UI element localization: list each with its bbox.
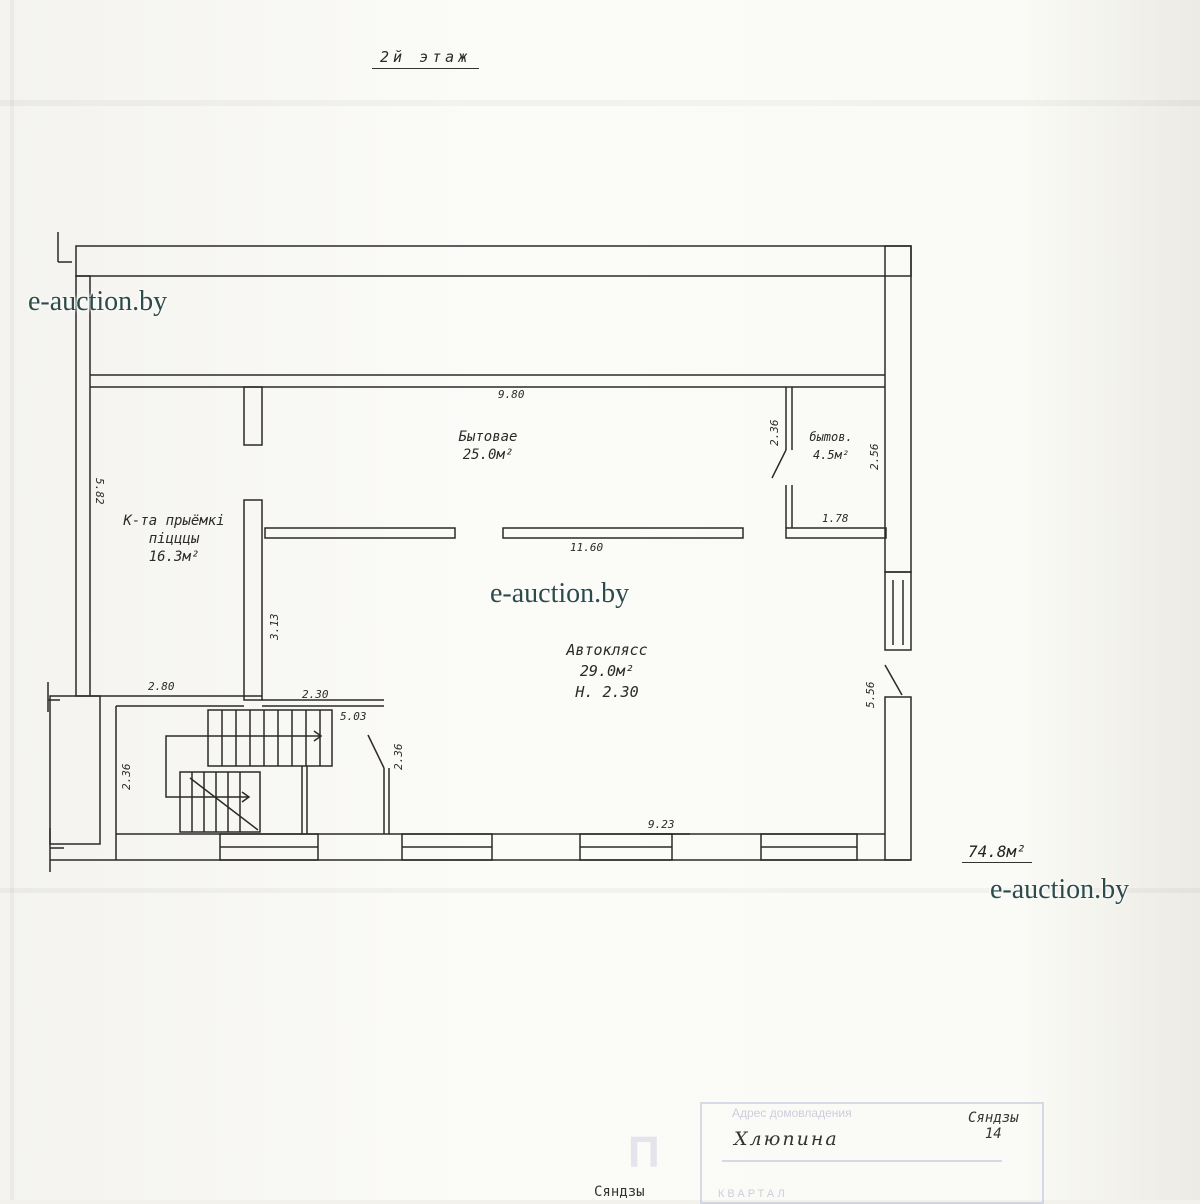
watermark-2: e-auction.by <box>490 578 630 609</box>
dim-priemka-width: 2.80 <box>148 680 175 693</box>
room-priemka-area: 16.3м² <box>148 549 200 565</box>
outer-wall-top <box>75 245 912 277</box>
outer-wall-right-lower <box>884 696 912 861</box>
column <box>243 386 263 446</box>
watermark-3: e-auction.by <box>990 874 1130 905</box>
room-label-avtoklass: Автоклясс 29.0м² Н. 2.30 <box>532 640 682 703</box>
stair-arrow-upper <box>165 735 320 790</box>
partition-small-room <box>785 527 887 539</box>
room-bytovaya-area: 25.0м² <box>462 447 514 463</box>
stamp-signature: Хлюпина <box>734 1128 839 1150</box>
corner-note: Сяндзы 14 <box>968 1110 1019 1142</box>
bottom-left-note: Сяндзы <box>594 1184 645 1200</box>
left-outer-lower <box>49 695 101 845</box>
right-door <box>884 664 903 696</box>
stamp-header: Адрес домовладения <box>732 1106 852 1120</box>
floor-title: 2й этаж <box>372 48 480 69</box>
stairs-upper <box>207 709 333 767</box>
corner-note-line2: 14 <box>984 1126 1002 1142</box>
stair-door <box>367 734 385 769</box>
dim-stair-h: 2.36 <box>392 743 405 771</box>
small-room-door <box>771 449 787 479</box>
dim-left-depth: 5.82 <box>93 478 106 505</box>
room-label-bytovaya: Бытовае 25.0м² <box>428 428 548 464</box>
dim-bottom-width: 9.23 <box>648 818 675 831</box>
window-right <box>884 571 912 651</box>
room-priemka-name: К-та прыёмкі <box>123 513 225 529</box>
room-priemka-name2: пiцццы <box>148 531 200 547</box>
total-area: 74.8м² <box>962 842 1032 863</box>
room-bytovaya-name: Бытовае <box>458 429 518 445</box>
dim-left-stair-h: 2.36 <box>120 763 133 791</box>
dim-right-depth: 5.56 <box>864 681 877 709</box>
partition-middle-right <box>502 527 744 539</box>
watermark-1: e-auction.by <box>28 286 168 317</box>
dim-small-room-width: 1.78 <box>822 512 849 525</box>
dim-stair-width: 2.30 <box>302 688 329 701</box>
room-bytov-small-area: 4.5м² <box>812 448 850 462</box>
room-avtoklass-name: Автоклясс <box>566 641 648 659</box>
dim-small-room-h1: 2.36 <box>768 419 781 447</box>
outer-wall-left <box>75 275 91 697</box>
dim-partition-width: 11.60 <box>570 541 604 554</box>
stairs-lower <box>179 771 261 833</box>
outer-wall-right-upper <box>884 245 912 573</box>
faint-stamp-mark: П <box>628 1128 660 1177</box>
room-avtoklass-area: 29.0м² <box>579 662 635 680</box>
stair-diagonal <box>189 777 259 831</box>
partition-priemka <box>243 499 263 701</box>
dim-stair-area: 5.03 <box>340 710 367 723</box>
dim-top-width: 9.80 <box>498 388 525 401</box>
room-label-bytov-small: быmов. 4.5м² <box>796 428 866 464</box>
room-label-priemka: К-та прыёмкі пiцццы 16.3м² <box>104 512 244 566</box>
dim-small-room-h2: 2.56 <box>868 443 881 471</box>
room-bytov-small-name: быmов. <box>809 430 853 444</box>
stamp-line <box>722 1160 1002 1162</box>
corner-note-line1: Сяндзы <box>968 1110 1019 1126</box>
dim-mid-depth: 3.13 <box>268 613 281 641</box>
stair-arrow-lower <box>165 790 248 798</box>
partition-middle-left <box>264 527 456 539</box>
room-avtoklass-height: Н. 2.30 <box>575 683 639 701</box>
stamp-bottom-text: КВАРТАЛ <box>718 1188 788 1200</box>
